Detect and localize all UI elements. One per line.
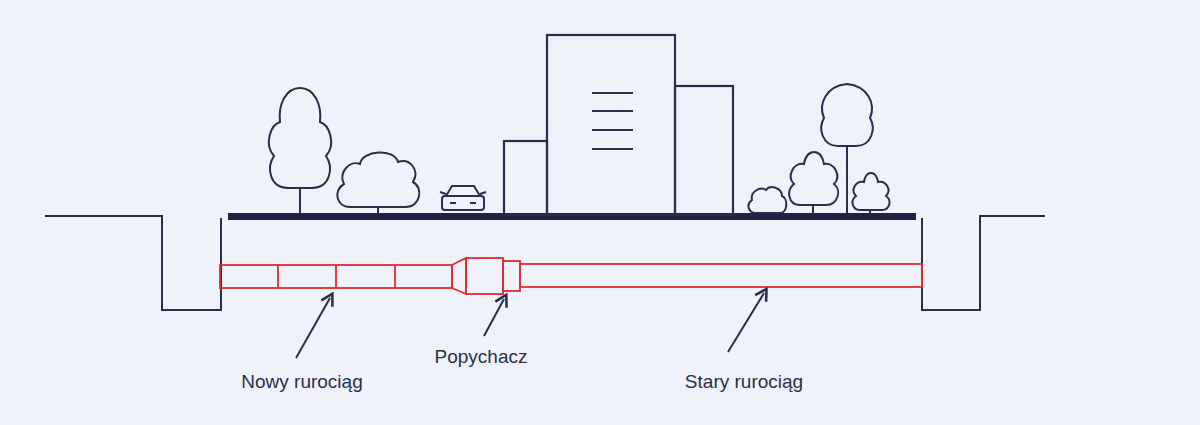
buildings: [504, 35, 733, 215]
part-label: Nowy rurociąg: [241, 371, 362, 394]
ground-profile: [45, 216, 1045, 310]
pusher-cone: [452, 258, 466, 294]
part-label: Popychacz: [435, 346, 528, 369]
car-symbol: [440, 186, 486, 210]
leader-arrows: [296, 293, 764, 358]
new-pipe: [220, 265, 452, 288]
pipes: [220, 258, 922, 294]
pusher-head: [466, 258, 503, 294]
trees: [269, 84, 890, 213]
part-label: Stary rurociąg: [685, 371, 803, 394]
old-pipe: [520, 264, 922, 287]
